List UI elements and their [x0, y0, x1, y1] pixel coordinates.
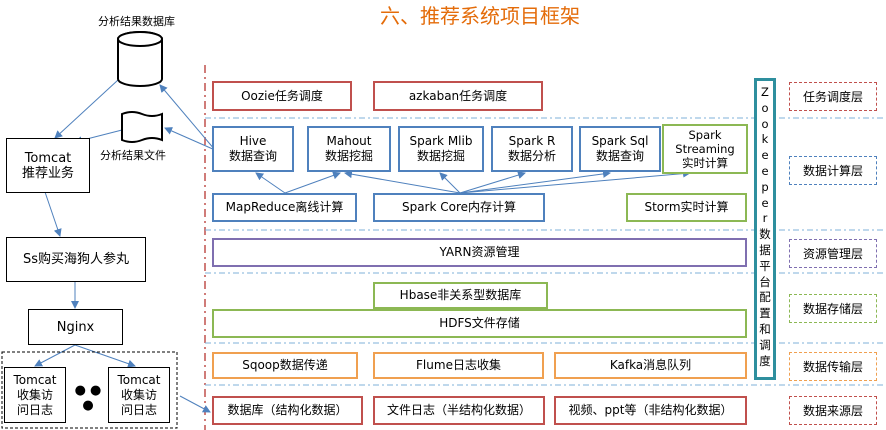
semi-structured-log-box: 文件日志（半结构化数据）: [373, 396, 545, 425]
tomcat-log-collector-1: Tomcat 收集访 问日志: [4, 367, 66, 423]
yarn-box: YARN资源管理: [212, 238, 747, 267]
shop-box: Ss购买海狗人参丸: [6, 237, 146, 282]
layer-label-scheduler: 任务调度层: [789, 82, 877, 111]
layer-label-resource: 资源管理层: [789, 239, 877, 268]
layer-label-compute: 数据计算层: [789, 156, 877, 185]
layer-label-source: 数据来源层: [789, 396, 877, 425]
azkaban-box: azkaban任务调度: [373, 81, 543, 111]
mahout-box: Mahout 数据挖掘: [307, 126, 391, 172]
analysis-result-database-icon: [116, 30, 164, 88]
analysis-result-file-label: 分析结果文件: [100, 149, 166, 162]
analysis-result-database-label: 分析结果数据库: [98, 15, 175, 28]
layer-label-storage: 数据存储层: [789, 294, 877, 323]
spark-core-box: Spark Core内存计算: [373, 193, 545, 222]
sqoop-box: Sqoop数据传递: [212, 352, 358, 379]
structured-database-box: 数据库（结构化数据）: [212, 396, 363, 425]
hbase-box: Hbase非关系型数据库: [373, 282, 548, 309]
spark-streaming-box: Spark Streaming 实时计算: [662, 124, 748, 174]
mapreduce-box: MapReduce离线计算: [212, 193, 357, 222]
hive-box: Hive 数据查询: [212, 126, 294, 172]
page-title: 六、推荐系统项目框架: [380, 4, 580, 28]
storm-box: Storm实时计算: [626, 193, 747, 222]
spark-r-box: Spark R 数据分析: [491, 126, 573, 172]
kafka-box: Kafka消息队列: [554, 352, 747, 379]
spark-mlib-box: Spark Mlib 数据挖掘: [398, 126, 484, 172]
zookeeper-box: Z o o k e e p e r 数 据 平 台 配 置 和 调 度: [754, 78, 776, 380]
spark-sql-box: Spark Sql 数据查询: [579, 126, 661, 172]
ellipsis-dots: ● ● ●: [74, 383, 102, 413]
layer-label-transfer: 数据传输层: [789, 352, 877, 381]
tomcat-log-collector-2: Tomcat 收集访 问日志: [108, 367, 170, 423]
analysis-result-file-icon: [120, 110, 164, 146]
nginx-box: Nginx: [28, 309, 123, 345]
unstructured-media-box: 视频、ppt等（非结构化数据）: [554, 396, 747, 425]
oozie-box: Oozie任务调度: [212, 81, 352, 111]
hdfs-box: HDFS文件存储: [212, 309, 747, 338]
flume-box: Flume日志收集: [373, 352, 544, 379]
tomcat-recommendation-box: Tomcat 推荐业务: [6, 138, 90, 193]
